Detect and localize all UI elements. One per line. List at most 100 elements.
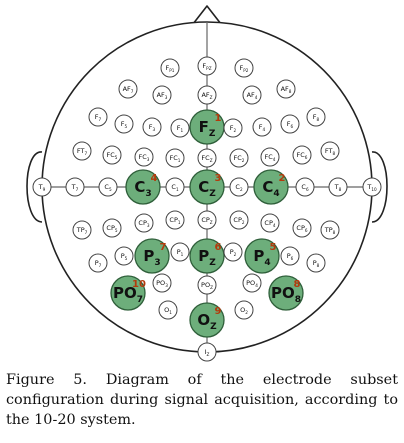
electrode-f8: F8	[306, 107, 326, 127]
electrode-label-base: F	[177, 124, 181, 132]
electrode-label-base: C	[171, 183, 176, 191]
electrode-label-base: O	[164, 306, 169, 314]
electrode-po4: PO4	[242, 273, 262, 293]
electrode-pz-label: PZ	[198, 247, 216, 268]
electrode-t9-label: T9	[38, 183, 46, 192]
electrode-p3-circle	[134, 238, 170, 274]
electrode-label-subscript: 8	[295, 295, 301, 305]
electrode-fc1-label: FC1	[170, 154, 181, 163]
electrode-p6-label: P6	[287, 252, 294, 261]
electrode-f3: F3	[142, 117, 162, 137]
electrode-label-base: T	[71, 183, 76, 191]
electrode-fc5: FC5	[102, 145, 122, 165]
electrode-label-base: AF	[281, 85, 289, 93]
electrode-t7-label: T7	[71, 183, 79, 192]
electrode-oz-number: 9	[215, 306, 222, 317]
electrode-c5-circle	[98, 177, 118, 197]
electrode-label-base: AF	[157, 91, 165, 99]
electrode-cp3-circle	[134, 213, 154, 233]
electrode-fpz-label: FPZ	[202, 62, 211, 71]
electrode-p1-circle	[170, 242, 190, 262]
electrode-label-base: P	[313, 259, 317, 267]
electrode-label-base: O	[197, 311, 210, 329]
electrode-afz-circle	[197, 85, 217, 105]
electrode-label-subscript: 2	[242, 220, 245, 225]
electrode-p3-number: 7	[160, 242, 167, 253]
electrode-fc5-circle	[102, 145, 122, 165]
electrode-label-base: F	[121, 120, 125, 128]
electrode-oz: OZ9	[189, 302, 225, 338]
electrode-label-base: CP	[138, 219, 147, 227]
electrode-af7-circle	[118, 79, 138, 99]
electrode-c2-label: C2	[235, 183, 243, 192]
electrode-t10: T10	[362, 177, 382, 197]
electrode-fc4-circle	[260, 147, 280, 167]
electrode-iz-label: IZ	[205, 348, 210, 357]
electrode-label-subscript: 2	[242, 158, 245, 163]
electrode-po3: PO3	[152, 273, 172, 293]
electrode-label-subscript: 3	[145, 189, 151, 199]
electrode-cp3: CP3	[134, 213, 154, 233]
electrode-label-subscript: 7	[99, 117, 102, 122]
electrode-f4-circle	[252, 117, 272, 137]
electrode-label-subscript: 8	[317, 117, 320, 122]
electrode-c1: C1	[165, 177, 185, 197]
electrode-p3: P37	[134, 238, 170, 274]
electrode-label-subscript: PZ	[206, 66, 212, 71]
electrode-af3-circle	[152, 85, 172, 105]
electrode-cp5: CP5	[102, 218, 122, 238]
electrode-fc5-label: FC5	[107, 151, 118, 160]
electrode-o2: O2	[234, 300, 254, 320]
electrode-label-subscript: Z	[209, 129, 216, 139]
electrode-p5-circle	[114, 246, 134, 266]
electrode-cpz-circle	[197, 210, 217, 230]
electrode-label-base: FC	[139, 153, 148, 161]
electrode-fcz-label: FCZ	[201, 154, 212, 163]
electrode-label-base: P	[198, 247, 209, 265]
electrode-p7-label: P7	[95, 259, 102, 268]
figure-caption: Figure 5. Diagram of the electrode subse…	[6, 372, 398, 428]
electrode-fc2: FC2	[229, 148, 249, 168]
electrode-afz: AFZ	[197, 85, 217, 105]
electrode-f2-circle	[223, 118, 243, 138]
electrode-iz: IZ	[197, 342, 217, 362]
electrode-f3-circle	[142, 117, 162, 137]
electrode-label-subscript: Z	[210, 285, 213, 290]
electrode-cp1-circle	[165, 210, 185, 230]
electrode-label-subscript: 4	[273, 157, 276, 162]
electrode-afz-label: AFZ	[201, 91, 212, 100]
electrode-t7: T7	[65, 177, 85, 197]
electrode-cz-label: CZ	[198, 178, 216, 199]
electrode-fc2-label: FC2	[234, 154, 245, 163]
electrode-fp2-circle	[234, 58, 254, 78]
electrode-p5: P5	[114, 246, 134, 266]
electrode-fc6-label: FC6	[297, 151, 308, 160]
electrode-o1: O1	[158, 300, 178, 320]
electrode-tp8-circle	[320, 220, 340, 240]
electrode-label-base: PO	[201, 281, 210, 289]
electrode-label-base: PO	[246, 279, 255, 287]
electrode-label-base: T	[38, 183, 43, 191]
electrode-p6: P6	[280, 246, 300, 266]
electrode-fp2-label: FP2	[240, 64, 249, 73]
electrode-label-base: P	[177, 248, 181, 256]
electrode-label-base: F	[202, 62, 206, 70]
electrode-label-subscript: 4	[273, 223, 276, 228]
electrode-poz-label: POZ	[201, 281, 213, 290]
electrode-label-base: CP	[233, 216, 242, 224]
electrode-label-base: T	[334, 183, 339, 191]
electrode-label-base: P	[121, 252, 125, 260]
electrode-poz-circle	[197, 275, 217, 295]
electrode-poz: POZ	[197, 275, 217, 295]
electrode-f3-label: F3	[149, 123, 156, 132]
electrode-t7-circle	[65, 177, 85, 197]
electrode-f6: F6	[280, 114, 300, 134]
electrode-t9-circle	[32, 177, 52, 197]
electrode-po8-circle	[268, 275, 304, 311]
electrode-label-base: O	[240, 306, 245, 314]
electrode-fc3: FC3	[134, 147, 154, 167]
electrode-c5: C5	[98, 177, 118, 197]
electrode-t8: T8	[328, 177, 348, 197]
electrode-p2: P2	[223, 242, 243, 262]
